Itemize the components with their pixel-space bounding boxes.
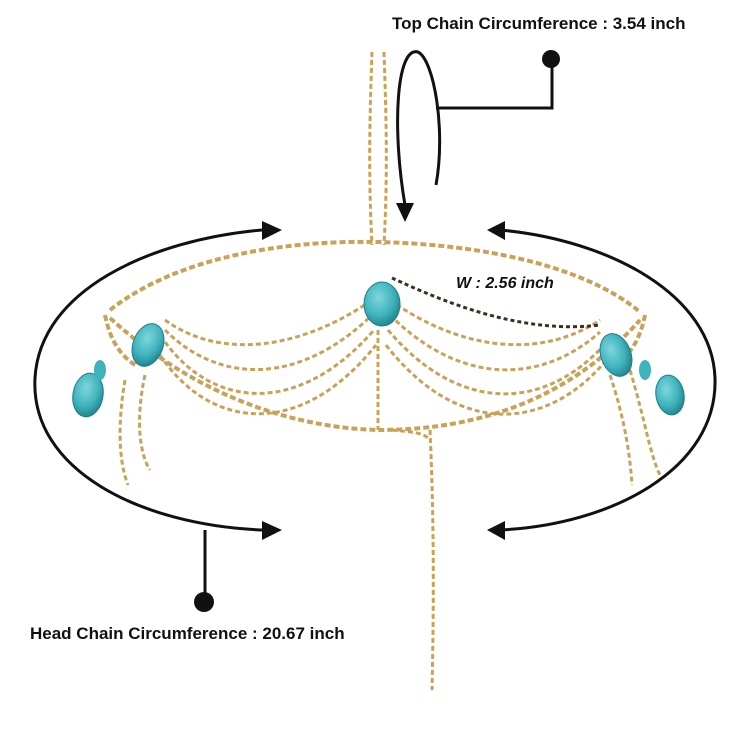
center-chain	[376, 330, 435, 691]
head-callout-dot	[194, 592, 214, 612]
width-chain	[391, 276, 601, 329]
right-swags	[384, 298, 610, 416]
width-label: W : 2.56 inch	[456, 275, 554, 292]
head-circumference-annotation	[33, 228, 717, 600]
stone-right-outer	[655, 374, 685, 416]
stone-left-outer	[72, 372, 104, 418]
head-chain-circumference-label: Head Chain Circumference : 20.67 inch	[30, 624, 345, 643]
stone-left-inner	[131, 323, 165, 367]
arrow-bottom-left	[262, 521, 282, 540]
arrow-top-right	[487, 221, 505, 240]
stone-center	[363, 281, 401, 327]
top-callout-dot	[542, 50, 560, 68]
side-chains	[118, 369, 662, 486]
turquoise-stones	[72, 281, 685, 418]
arrow-bottom-right	[487, 521, 505, 540]
stone-right-inner	[599, 333, 633, 377]
top-chain-annotation	[396, 50, 554, 206]
left-swags	[158, 298, 378, 416]
top-arrowhead	[396, 203, 414, 222]
top-chain-circumference-label: Top Chain Circumference : 3.54 inch	[392, 14, 686, 33]
top-chain	[368, 51, 388, 246]
arrow-top-left	[262, 221, 282, 240]
